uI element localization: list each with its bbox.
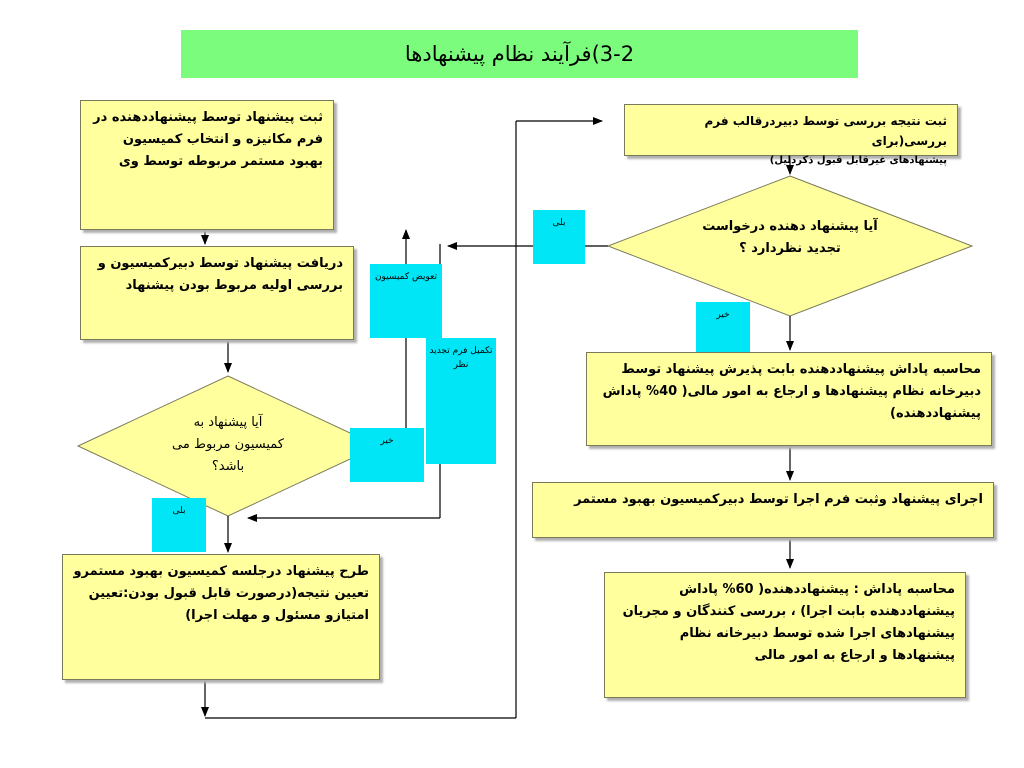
box-receive-suggestion: دریافت پیشنهاد توسط دبیرکمیسیون و بررسی … [80,246,354,340]
page-title: 3-2)فرآیند نظام پیشنهادها [181,30,858,78]
box-execute-suggestion: اجرای پیشنهاد وثبت فرم اجرا توسط دبیرکمی… [532,482,994,538]
box-commission-meeting: طرح پیشنهاد درجلسه کمیسیون بهبود مستمرو … [62,554,380,680]
tag-left-no: خیر [350,428,424,482]
tag-complete-form: تکمیل فرم تجدید نظر [426,338,496,464]
box-reward-60: محاسبه پاداش : پیشنهاددهنده( 60% پاداش پ… [604,572,966,698]
left-decision-text: آیا پیشنهاد به کمیسیون مربوط می باشد؟ [172,415,284,474]
tag-replace-commission: تعویض کمیسیون [370,264,442,338]
box-reward-40: محاسبه پاداش پیشنهاددهنده بابت پذیرش پیش… [586,352,992,446]
tag-right-yes: بلی [533,210,585,264]
tag-right-no: خیر [696,302,750,356]
tag-left-yes: بلی [152,498,206,552]
right-decision-text: آیا پیشنهاد دهنده درخواست تجدید نظردارد … [702,219,878,256]
box-record-result: ثبت نتیجه بررسی توسط دبیردرقالب فرم بررس… [624,104,958,166]
box-register-suggestion: ثبت پیشنهاد توسط پیشنهاددهنده در فرم مکا… [80,100,334,230]
